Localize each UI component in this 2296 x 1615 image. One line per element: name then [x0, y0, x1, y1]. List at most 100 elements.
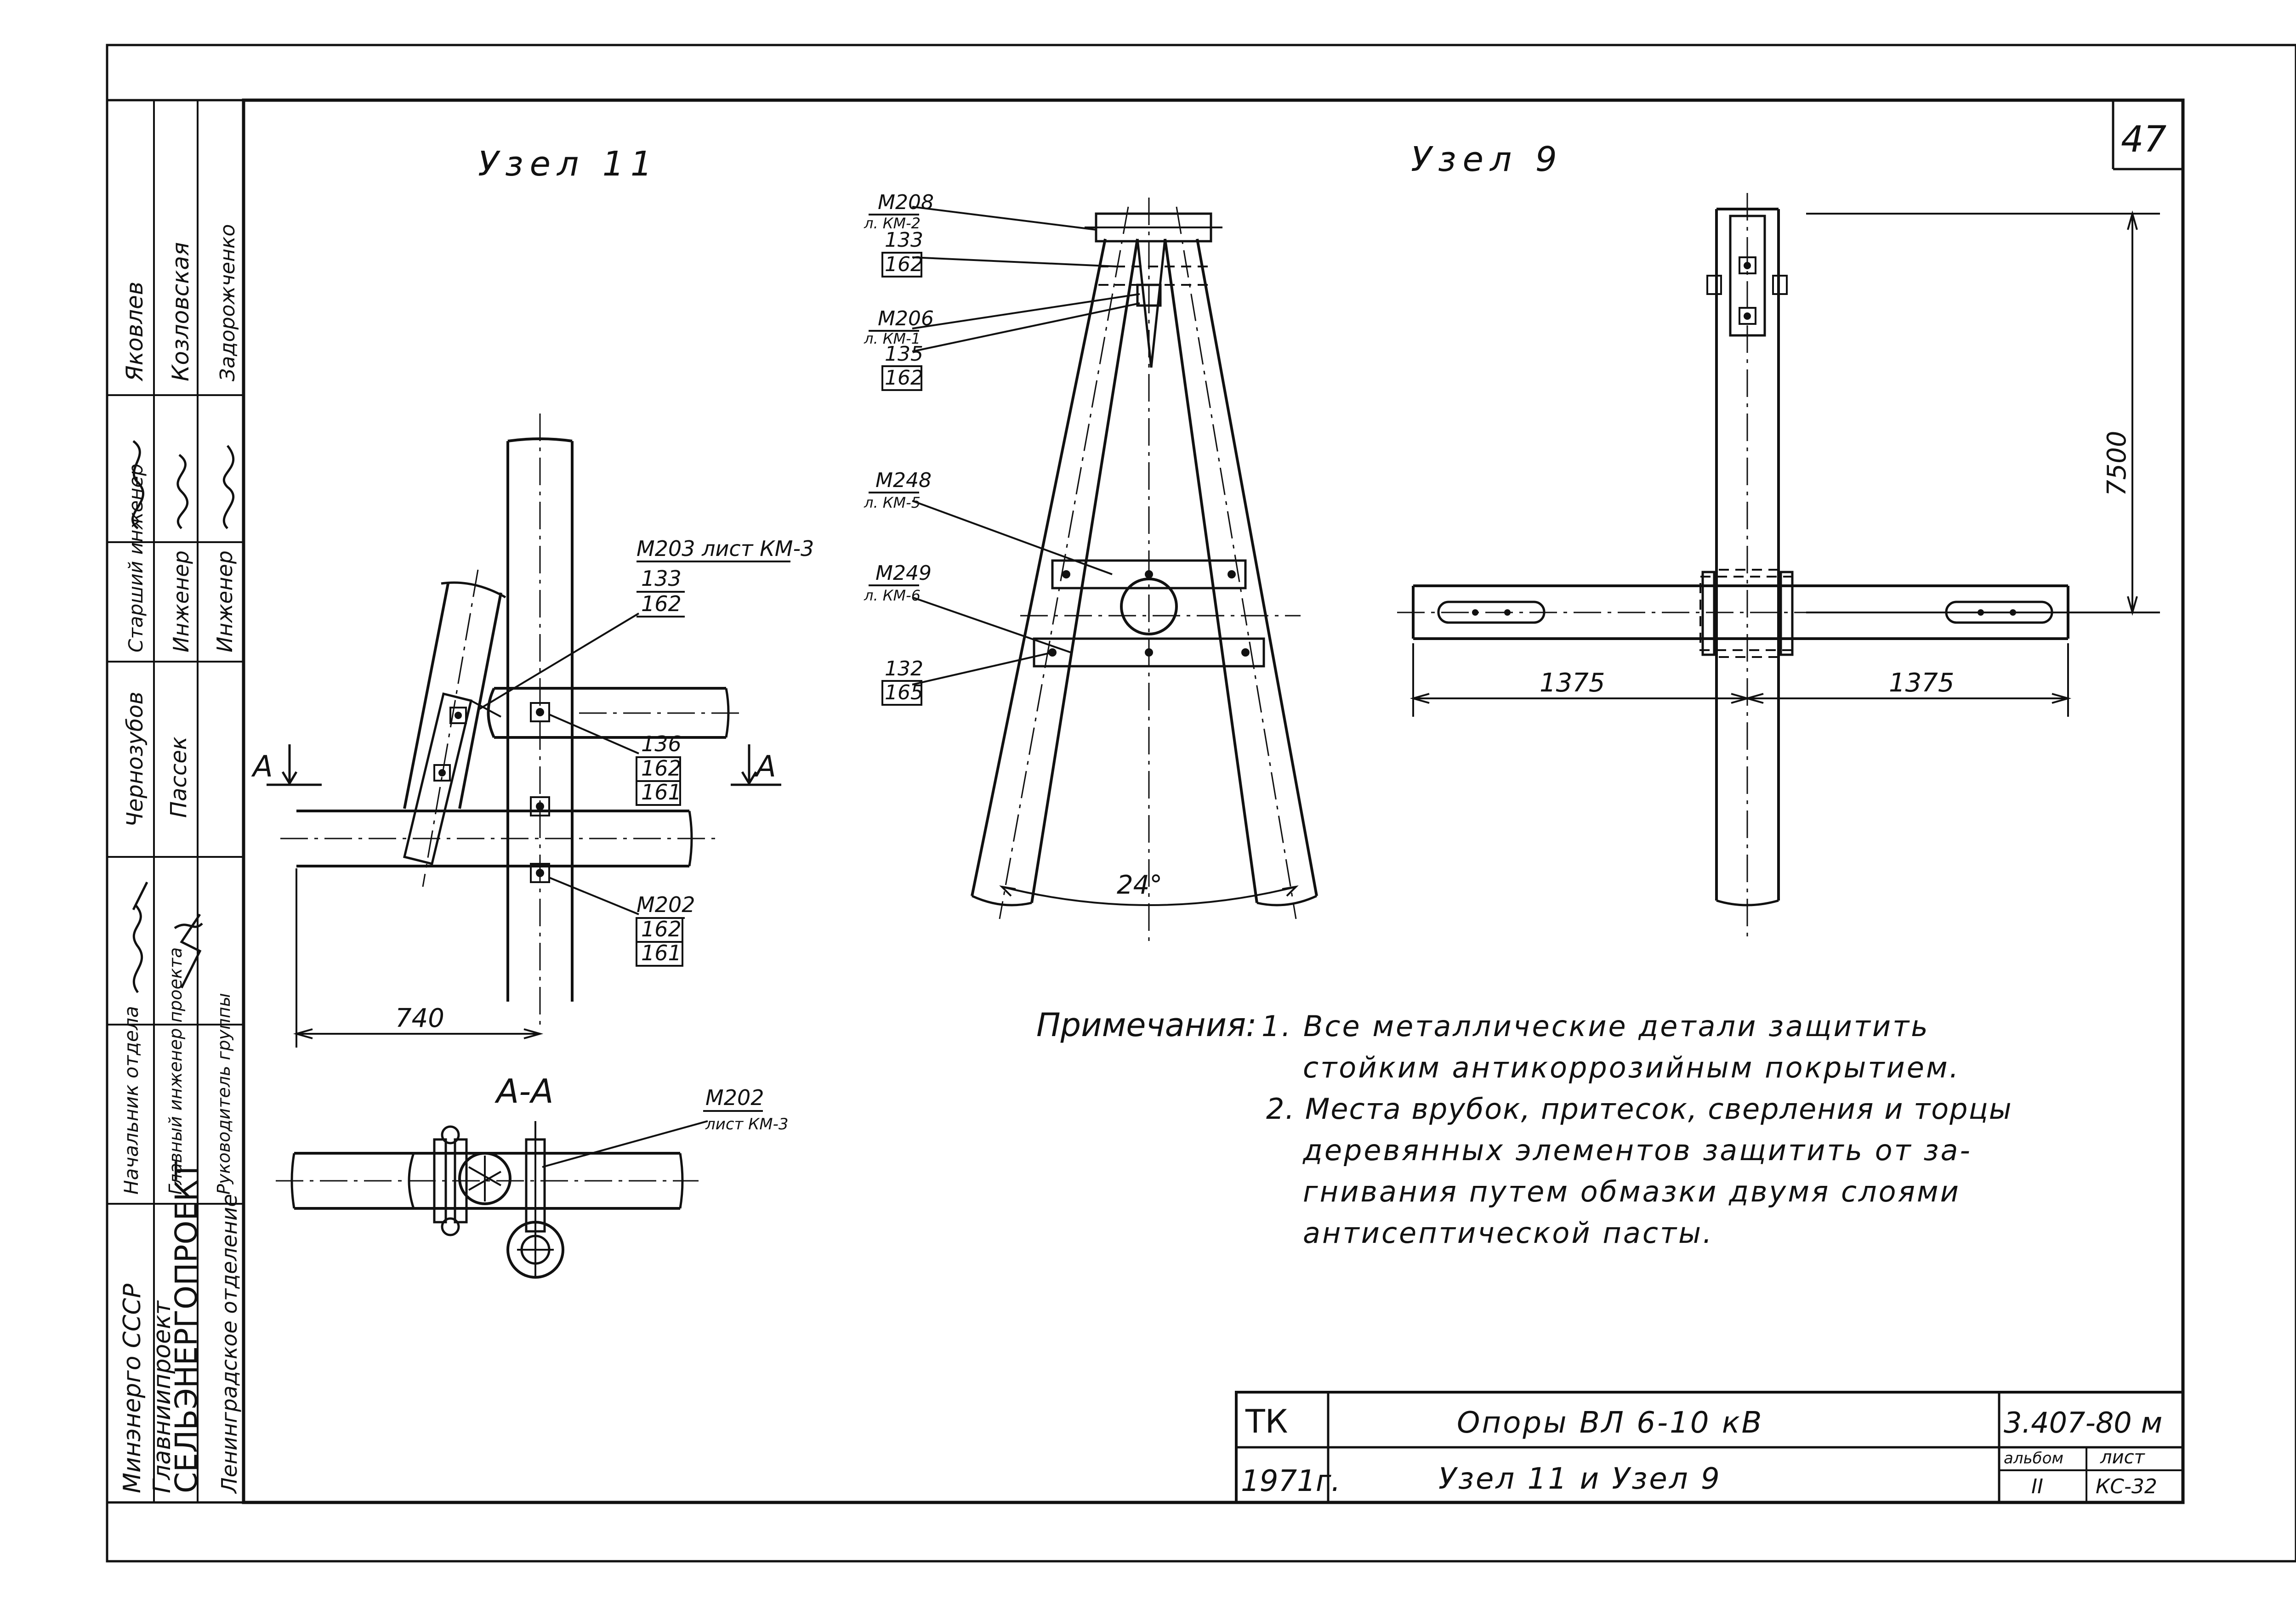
- callout-m249: М249 л. КМ-6: [864, 561, 932, 604]
- node9-callouts: М208 л. КМ-2 133 162 М206 л. КМ-1 135 16…: [864, 191, 1140, 706]
- sheet-number: 47: [2121, 119, 2166, 160]
- title-node9: Узел 9: [1411, 140, 1563, 179]
- org-glavk: Главниипроект: [148, 1300, 176, 1493]
- node11-inclined-brace: [403, 583, 502, 809]
- aa-round-log: [458, 1152, 511, 1205]
- angle-label: 24°: [1117, 870, 1162, 900]
- svg-text:1375: 1375: [1889, 668, 1955, 698]
- side-horizontal-crossbar: [1412, 584, 2069, 640]
- name-passek: Пассек: [166, 737, 192, 818]
- svg-text:М208: М208: [878, 191, 934, 214]
- svg-text:л. КМ-1: л. КМ-1: [864, 330, 921, 347]
- svg-text:7500: 7500: [2102, 431, 2132, 496]
- section-aa-drawing: А-А М202 лист КМ-3: [276, 1072, 789, 1279]
- role-chief-engineer: Главный инженер проекта: [165, 947, 186, 1195]
- svg-text:л. КМ-5: л. КМ-5: [864, 494, 921, 511]
- stamp-album-value: II: [2031, 1475, 2043, 1498]
- callout-m202: М202 162 161: [636, 892, 695, 967]
- stamp-sheet-label: лист: [2100, 1447, 2146, 1468]
- dim-740: 740: [293, 868, 544, 1048]
- aframe-pipe: [1120, 578, 1178, 635]
- svg-text:л. КМ-2: л. КМ-2: [864, 215, 921, 232]
- side-title-block: Минэнерго СССР Главниипроект СЕЛЬЭНЕРГОП…: [106, 99, 245, 1504]
- name-zadorozhchenko: Задорожченко: [216, 224, 239, 381]
- svg-text:162: 162: [885, 366, 923, 390]
- name-yakovlev: Яковлев: [121, 282, 148, 382]
- section-marker-left: А: [251, 744, 322, 786]
- org-selenergoproekt: СЕЛЬЭНЕРГОПРОЕКТ: [169, 1161, 204, 1493]
- node11-bolts: [433, 702, 550, 883]
- callout-m248: М248 л. КМ-5: [864, 469, 932, 511]
- node9-aframe-drawing: 24° М208 л. КМ-2 133 162 М206 л. К: [864, 191, 1318, 942]
- dim-1375-right: 1375: [1744, 643, 2072, 717]
- aa-insulator: [506, 1221, 564, 1279]
- aframe-right-leg: [1164, 238, 1318, 903]
- svg-text:162: 162: [641, 917, 682, 941]
- title-section-aa: А-А: [494, 1072, 554, 1111]
- stamp-doc-number: 3.407-80 м: [2004, 1406, 2162, 1439]
- name-chernozubov: Чернозубов: [122, 691, 148, 827]
- sheet-number-box: 47: [2112, 100, 2183, 170]
- role-engineer-2: Инженер: [212, 550, 237, 652]
- stamp-subtitle: Узел 11 и Узел 9: [1438, 1462, 1722, 1496]
- callout-m203: М203 лист КМ-3 133 162: [637, 536, 814, 618]
- svg-text:133: 133: [885, 228, 923, 252]
- note-2-line-2: деревянных элементов защитить от за-: [1302, 1133, 1972, 1167]
- svg-text:161: 161: [641, 941, 682, 965]
- role-engineer-1: Инженер: [169, 550, 193, 652]
- signature-1: [132, 881, 148, 993]
- note-2-line-4: антисептической пасты.: [1303, 1216, 1714, 1250]
- node11-leaders: [477, 612, 640, 915]
- aframe-crossbar-upper: [1051, 559, 1247, 589]
- callout-132: 132 165: [881, 657, 923, 706]
- stamp-code: ТК: [1245, 1403, 1288, 1440]
- svg-text:132: 132: [885, 657, 923, 680]
- svg-text:162: 162: [885, 253, 923, 276]
- svg-text:М202: М202: [705, 1085, 764, 1110]
- note-2-line-1: 2. Места врубок, притесок, сверления и т…: [1266, 1092, 2012, 1126]
- callout-136: 136 162 161: [636, 731, 682, 806]
- notes-block: Примечания: 1. Все металлические детали …: [1036, 1006, 2012, 1250]
- inner-frame: [242, 98, 2185, 1504]
- stamp-title: Опоры ВЛ 6-10 кВ: [1457, 1406, 1763, 1440]
- svg-text:133: 133: [641, 566, 682, 591]
- role-group-lead: Руководитель группы: [214, 993, 234, 1195]
- svg-text:136: 136: [641, 731, 682, 756]
- note-1-line-1: 1. Все металлические детали защитить: [1262, 1009, 1930, 1043]
- node11-lower-beam: [296, 810, 689, 867]
- org-branch: Ленинградское отделение: [217, 1194, 242, 1494]
- org-ministry: Минэнерго СССР: [119, 1283, 146, 1493]
- section-marker-right: А: [731, 744, 781, 786]
- aframe-left-leg: [971, 238, 1139, 903]
- svg-text:лист КМ-3: лист КМ-3: [705, 1115, 789, 1133]
- svg-text:135: 135: [885, 342, 923, 366]
- angle-arc: [1001, 886, 1296, 906]
- svg-text:А: А: [251, 750, 273, 784]
- outer-frame: [106, 44, 2296, 1563]
- title-node11: Узел 11: [478, 144, 659, 184]
- svg-text:М248: М248: [875, 469, 932, 492]
- note-1-line-2: стойким антикоррозийным покрытием.: [1303, 1051, 1960, 1084]
- svg-text:А: А: [754, 750, 776, 784]
- svg-text:л. КМ-6: л. КМ-6: [864, 587, 921, 604]
- signature-5: [222, 445, 235, 529]
- title-stamp: ТК 1971г. Опоры ВЛ 6-10 кВ Узел 11 и Узе…: [1235, 1391, 2184, 1504]
- svg-text:1375: 1375: [1540, 668, 1605, 698]
- signature-3: [131, 440, 145, 529]
- name-kozlovskaya: Козловская: [167, 242, 194, 381]
- svg-text:165: 165: [885, 681, 923, 704]
- svg-text:740: 740: [395, 1003, 444, 1033]
- aframe-crossbar-lower: [1033, 637, 1265, 668]
- node11-plate: [403, 692, 473, 866]
- stamp-album-label: альбом: [2004, 1449, 2063, 1468]
- svg-text:М206: М206: [878, 307, 934, 330]
- stamp-sheet-value: КС-32: [2096, 1475, 2157, 1498]
- svg-text:М202: М202: [637, 892, 695, 917]
- node9-side-view: 7500 1375 1375: [1397, 193, 2160, 942]
- stamp-year: 1971г.: [1241, 1464, 1341, 1498]
- role-dept-head: Начальник отдела: [120, 1006, 142, 1195]
- notes-heading: Примечания:: [1036, 1006, 1257, 1044]
- svg-text:М203 лист КМ-3: М203 лист КМ-3: [637, 536, 814, 561]
- svg-text:161: 161: [641, 780, 682, 805]
